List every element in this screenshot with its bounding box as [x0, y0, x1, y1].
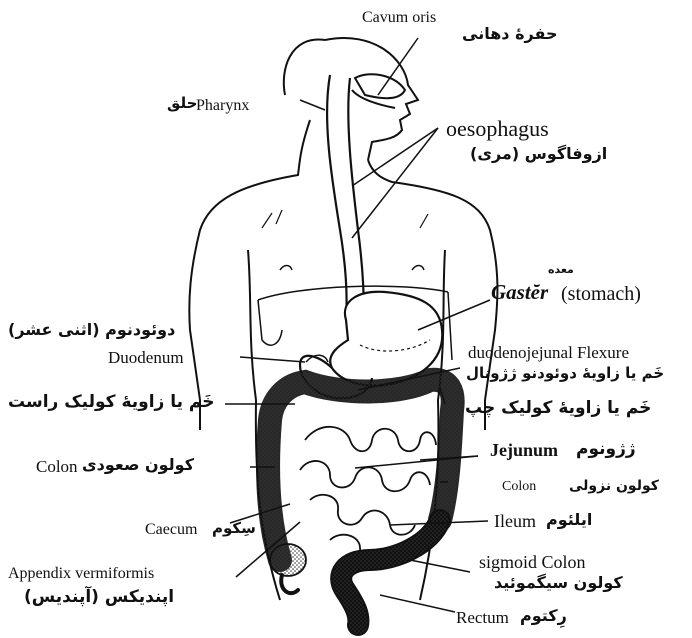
label-pharynx-fa: حلق	[167, 96, 197, 111]
label-colon-ascending: Colon	[36, 458, 78, 475]
label-jejunum-fa: ژژونوم	[576, 441, 636, 458]
label-oesophagus: oesophagus	[446, 118, 549, 140]
label-duodenum: Duodenum	[108, 349, 184, 366]
label-appendix-fa: اپندیکس (آپندیس)	[24, 589, 174, 606]
label-appendix: Appendix vermiformis	[8, 566, 154, 582]
label-pharynx: Pharynx	[196, 98, 249, 114]
label-caecum: Caecum	[145, 522, 197, 538]
label-ileum-fa: ایلئوم	[546, 512, 592, 528]
label-cavum-oris: Cavum oris	[362, 10, 436, 26]
label-duodenum-fa: دوئودنوم (اثنی عشر)	[8, 322, 175, 338]
label-colon-ascending-fa: کولون صعودی	[82, 457, 194, 473]
label-colic-left-fa: خَم یا زاویۀ کولیک چپ	[465, 400, 651, 417]
mouth-cavity	[352, 74, 405, 108]
label-caecum-fa: سِکوم	[212, 521, 256, 536]
label-cavum-oris-fa: حفرۀ دهانی	[462, 26, 558, 42]
label-sigmoid: sigmoid Colon	[479, 553, 586, 571]
oesophagus-tube	[327, 75, 364, 320]
label-oesophagus-fa: ازوفاگوس (مری)	[470, 146, 607, 162]
label-duodenojejunal-fa: خَم یا زاویۀ دوئودنو ژژونال	[466, 366, 664, 381]
label-duodenojejunal: duodenojejunal Flexure	[468, 344, 629, 361]
label-gaster: Gastĕr	[491, 282, 548, 303]
label-colon-descending-fa: کولون نزولی	[569, 479, 659, 493]
label-rectum-fa: رِکتوم	[520, 608, 567, 624]
label-rectum: Rectum	[456, 609, 509, 626]
label-colic-right-fa: خَم یا زاویۀ کولیک راست	[8, 394, 215, 411]
label-colon-descending: Colon	[502, 480, 536, 494]
label-jejunum: Jejunum	[490, 441, 558, 459]
label-gaster-fa: معده	[548, 264, 574, 275]
label-ileum: Ileum	[494, 512, 536, 530]
label-sigmoid-fa: کولون سیگموئید	[494, 575, 623, 591]
label-gaster-en: (stomach)	[561, 284, 641, 304]
